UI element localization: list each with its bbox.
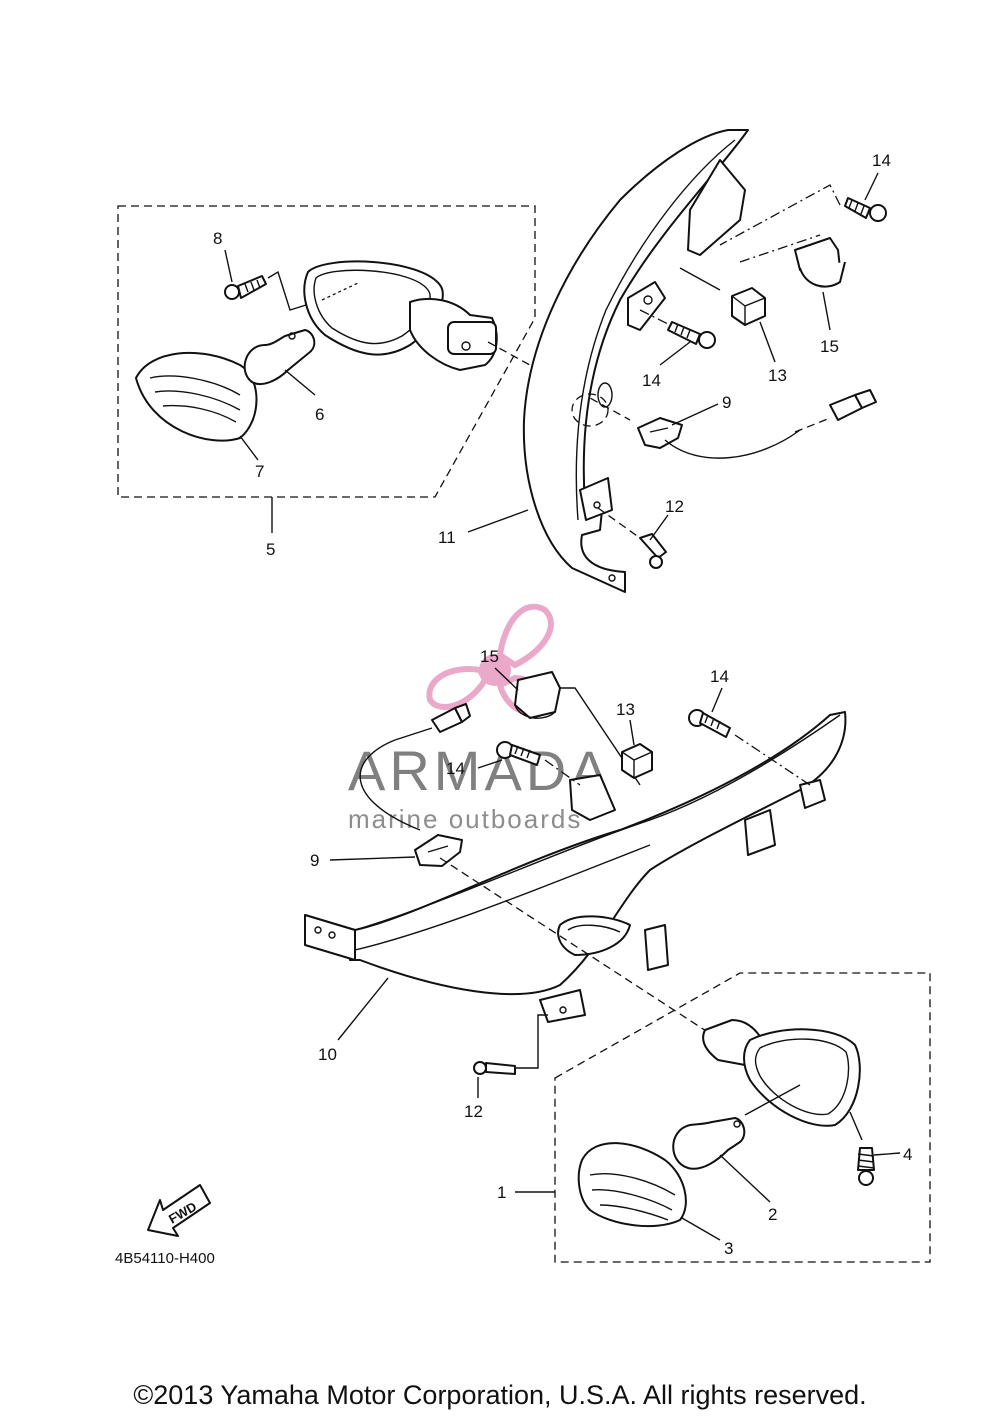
callout-7[interactable]: 7 bbox=[255, 462, 264, 481]
callout-15-top[interactable]: 15 bbox=[820, 337, 839, 356]
block-13-bottom bbox=[621, 743, 653, 779]
clip-15-top bbox=[794, 237, 846, 288]
lens-3 bbox=[577, 1142, 687, 1227]
callout-1[interactable]: 1 bbox=[497, 1183, 506, 1202]
screw-14-bottom-right bbox=[688, 709, 731, 738]
callout-10[interactable]: 10 bbox=[318, 1045, 337, 1064]
screw-14-top-mid bbox=[667, 321, 716, 349]
block-13-top bbox=[731, 287, 766, 326]
connector-top bbox=[829, 389, 877, 421]
callout-14-bottom-right[interactable]: 14 bbox=[710, 667, 729, 686]
callout-2[interactable]: 2 bbox=[768, 1205, 777, 1224]
diagram-code: 4B54110-H400 bbox=[115, 1250, 215, 1267]
callout-9-bottom[interactable]: 9 bbox=[310, 851, 319, 870]
socket-9-bottom bbox=[414, 834, 463, 867]
callout-14-top-right[interactable]: 14 bbox=[872, 151, 891, 170]
callout-13-bottom[interactable]: 13 bbox=[616, 700, 635, 719]
socket-9-top bbox=[637, 417, 683, 449]
connector-bottom bbox=[431, 703, 471, 733]
screw-4 bbox=[857, 1147, 875, 1186]
lens-7 bbox=[135, 351, 258, 442]
callout-13-top[interactable]: 13 bbox=[768, 366, 787, 385]
bolt-12-bottom bbox=[473, 1061, 516, 1075]
callout-12-bottom[interactable]: 12 bbox=[464, 1102, 483, 1121]
clip-15-bottom bbox=[514, 671, 561, 719]
watermark-subtitle: marine outboards bbox=[348, 804, 582, 834]
copyright-notice: ©2013 Yamaha Motor Corporation, U.S.A. A… bbox=[133, 1380, 867, 1410]
group-box-5 bbox=[117, 205, 536, 498]
callout-9-top[interactable]: 9 bbox=[722, 393, 731, 412]
callout-12-top[interactable]: 12 bbox=[665, 497, 684, 516]
bulb-2 bbox=[672, 1117, 746, 1170]
callout-15-bottom[interactable]: 15 bbox=[480, 647, 499, 666]
callout-4[interactable]: 4 bbox=[903, 1145, 912, 1164]
bulb-6 bbox=[243, 329, 316, 386]
callout-14-bottom-left[interactable]: 14 bbox=[446, 759, 465, 778]
cover-10 bbox=[304, 711, 847, 1023]
callout-6[interactable]: 6 bbox=[315, 405, 324, 424]
bolt-12-top bbox=[639, 533, 667, 569]
callout-5[interactable]: 5 bbox=[266, 540, 275, 559]
callout-14-top-mid[interactable]: 14 bbox=[642, 371, 661, 390]
callout-11[interactable]: 11 bbox=[438, 528, 456, 547]
group-box-1 bbox=[554, 972, 931, 1263]
callout-8[interactable]: 8 bbox=[213, 229, 222, 248]
cover-11 bbox=[522, 129, 749, 593]
screw-14-bottom-left bbox=[496, 741, 541, 766]
callout-3[interactable]: 3 bbox=[724, 1239, 733, 1258]
screw-14-top-right bbox=[844, 197, 887, 222]
turn-signal-housing-top bbox=[303, 260, 498, 371]
fwd-arrow-icon: FWD bbox=[147, 1184, 211, 1237]
watermark-title: ARMADA bbox=[348, 739, 612, 802]
screw-8 bbox=[224, 275, 267, 300]
turn-signal-housing-bottom bbox=[702, 1019, 861, 1127]
